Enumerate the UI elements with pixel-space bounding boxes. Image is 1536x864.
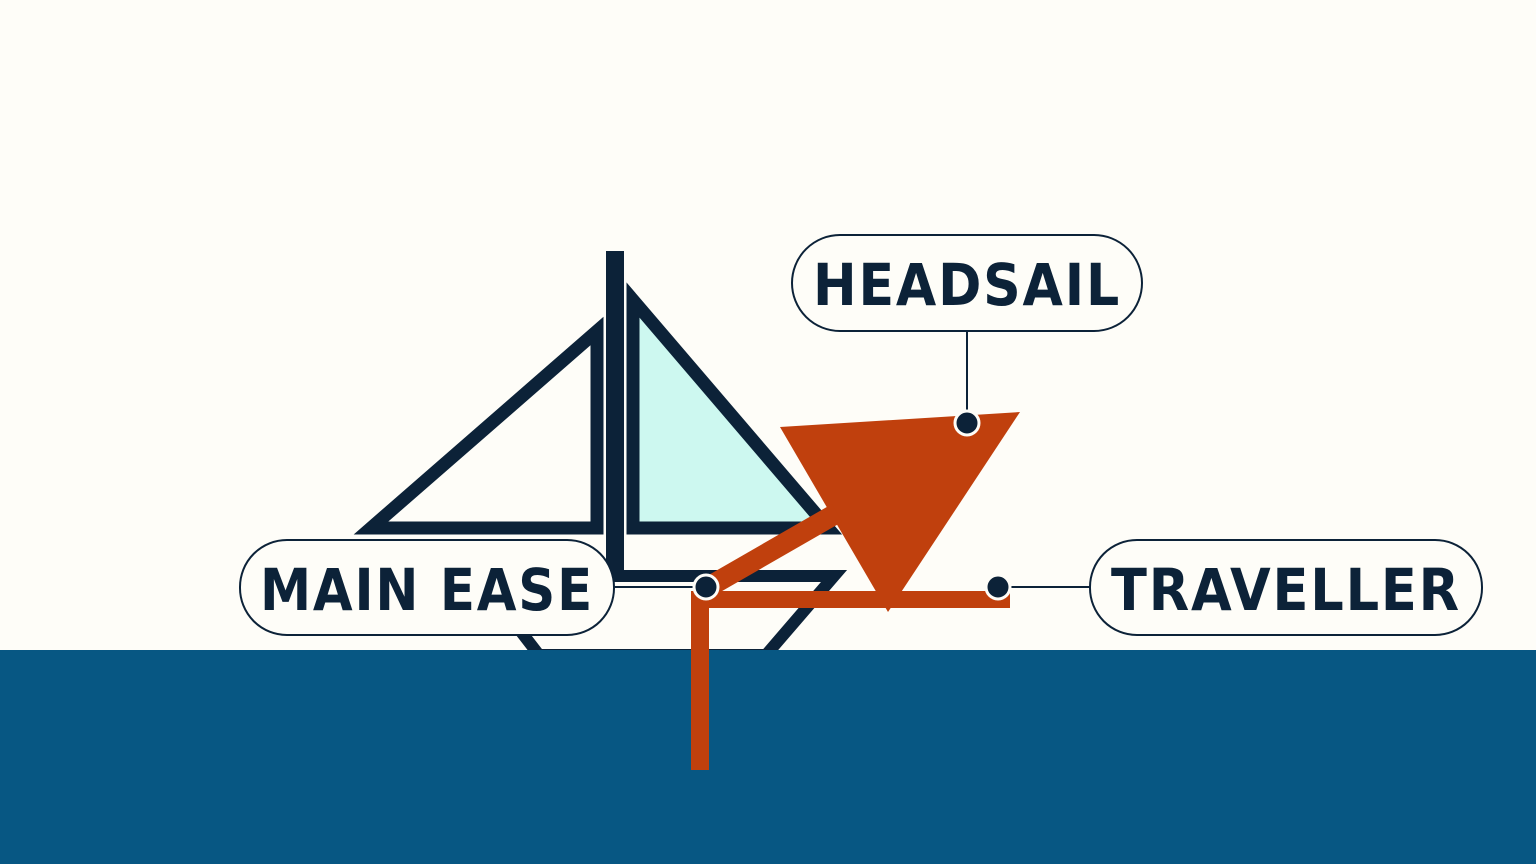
main-ease-callout: MAIN EASE [239, 539, 615, 636]
traveller-callout: TRAVELLER [1089, 539, 1483, 636]
traveller-label: TRAVELLER [1111, 556, 1461, 624]
headsail-anchor-dot [953, 409, 981, 437]
traveller-anchor-dot [984, 573, 1012, 601]
control-lines [691, 412, 1020, 770]
main-ease-callout-box [239, 539, 615, 636]
headsail-callout: HEADSAIL [791, 234, 1143, 332]
headsail-sail [626, 282, 843, 535]
mast [606, 251, 624, 578]
main-ease-label: MAIN EASE [260, 556, 594, 624]
main-ease-anchor-dot [692, 573, 720, 601]
headsail-callout-box [791, 234, 1143, 332]
headsail-control-triangle [780, 412, 1020, 612]
headsail-label: HEADSAIL [813, 251, 1121, 319]
main-sheet-line [700, 504, 842, 598]
water [0, 650, 1536, 864]
mainsail [353, 316, 604, 535]
sheet-down-line [691, 591, 709, 770]
traveller-callout-box [1089, 539, 1483, 636]
traveller-track [691, 591, 1010, 608]
